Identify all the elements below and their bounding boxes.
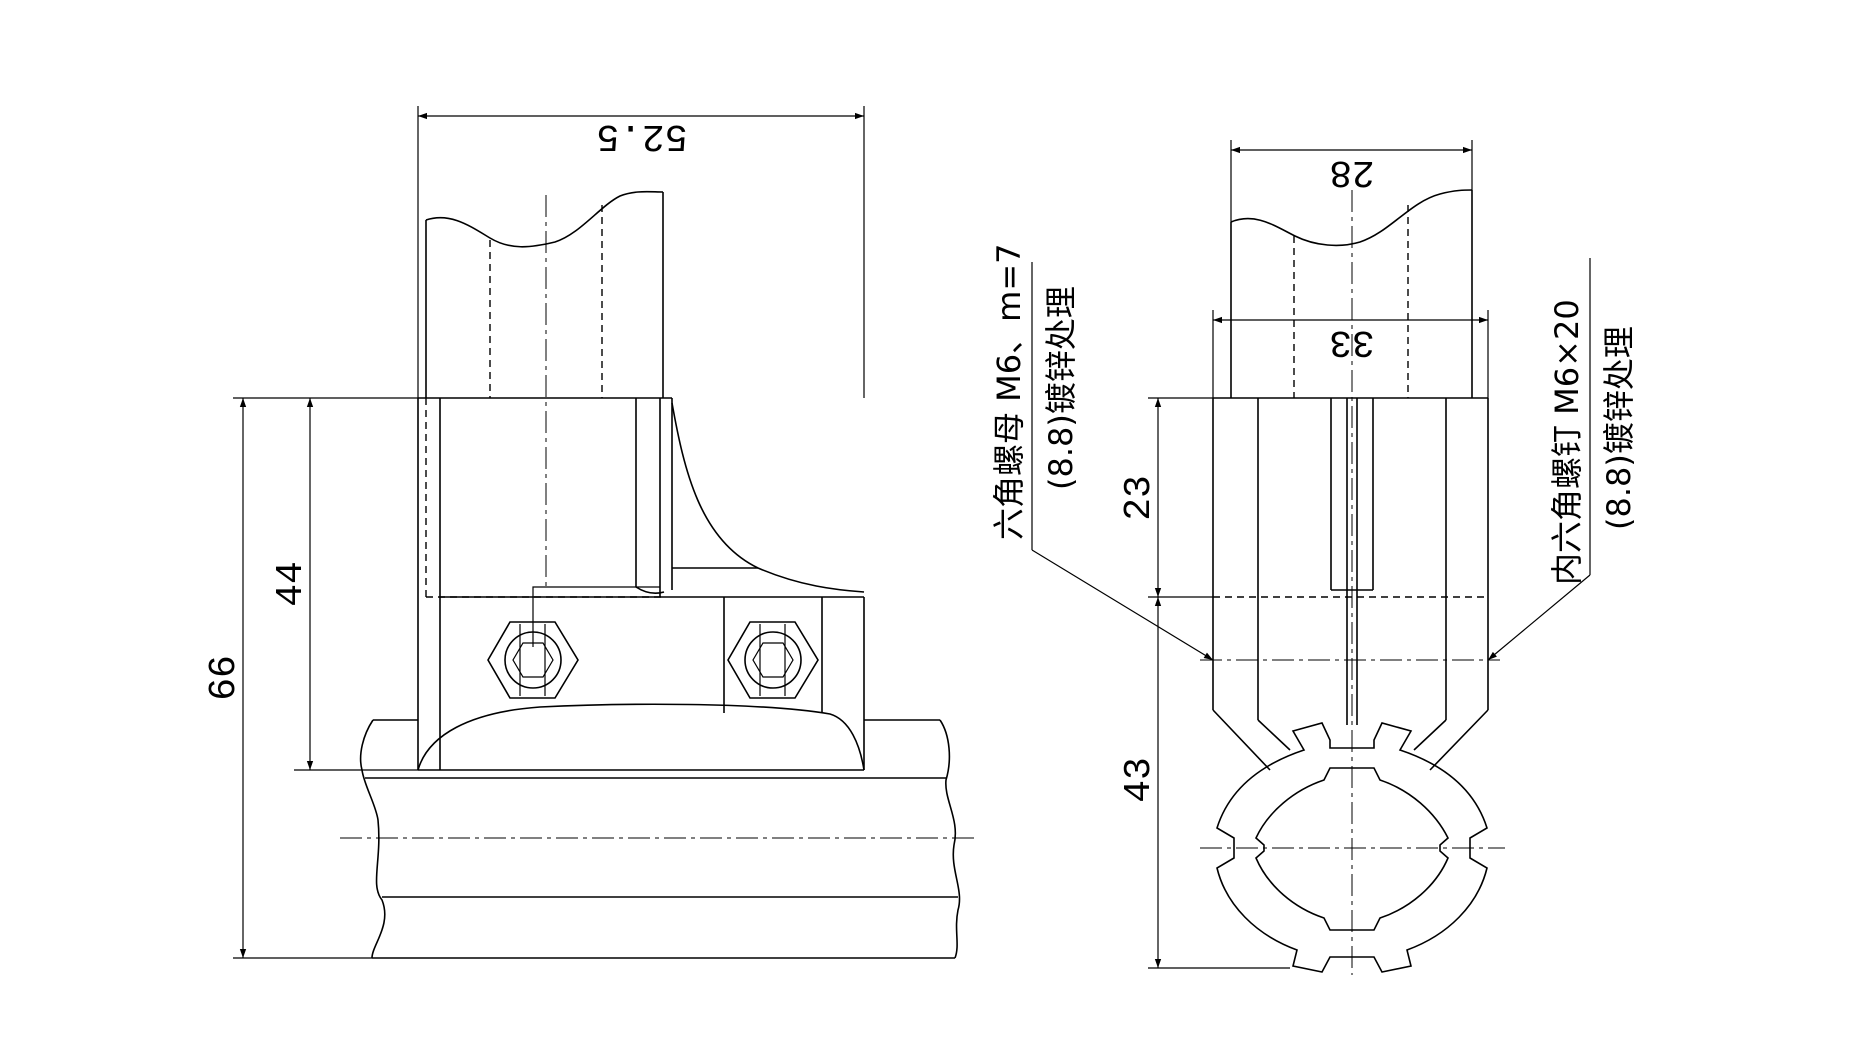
front-view: 28 33 23 43	[1031, 140, 1591, 975]
dim-front-body-label: 33	[1329, 320, 1375, 363]
dim-side-width-label: 52.5	[596, 114, 687, 157]
front-dim-heights	[1148, 397, 1290, 969]
side-upper-pipe	[425, 190, 664, 590]
front-clamp-body	[1200, 397, 1500, 771]
dim-front-lower-label: 43	[1118, 757, 1161, 803]
side-horizontal-pipe	[340, 719, 975, 959]
socket-bolt-side	[727, 621, 819, 699]
side-dim-width	[417, 106, 865, 398]
nut-note-line2: (8.8)镀锌处理	[1042, 286, 1080, 490]
side-dim-heights	[233, 397, 418, 959]
dim-front-upper-label: 23	[1118, 475, 1161, 521]
bolt-note-line1: 内六角螺钉 M6×20	[1548, 299, 1586, 585]
side-clamp-body	[417, 397, 865, 771]
hex-nut-side	[487, 621, 579, 699]
dim-side-clamp-label: 44	[270, 561, 313, 607]
dim-front-top-label: 28	[1329, 150, 1375, 193]
leader-lines	[1031, 258, 1591, 661]
nut-note: 六角螺母 M6、m=7 (8.8)镀锌处理	[990, 244, 1080, 541]
bolt-note-line2: (8.8)镀锌处理	[1600, 326, 1638, 530]
side-view: 52.5 66 44	[203, 106, 975, 959]
dim-side-overall-label: 66	[203, 655, 246, 701]
front-tube-section	[1200, 722, 1505, 973]
nut-note-line1: 六角螺母 M6、m=7	[990, 244, 1028, 541]
front-dim-body	[1212, 310, 1489, 398]
front-upper-pipe	[1230, 189, 1473, 975]
front-dim-top	[1230, 140, 1473, 222]
bolt-note: 内六角螺钉 M6×20 (8.8)镀锌处理	[1548, 299, 1638, 585]
